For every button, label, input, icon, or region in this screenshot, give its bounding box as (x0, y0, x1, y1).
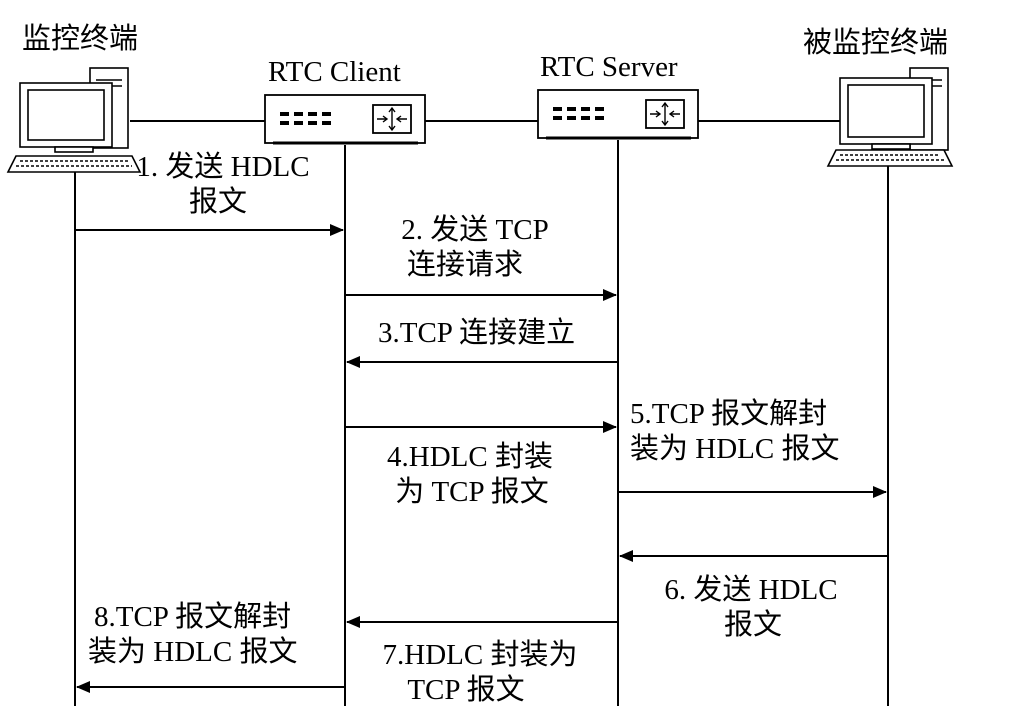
message-label-2-line1: 2. 发送 TCP (401, 214, 549, 246)
router-icon-rtc-client (264, 94, 426, 145)
message-label-8: 8.TCP 报文解封 装为 HDLC 报文 (88, 600, 297, 670)
message-label-3: 3.TCP 连接建立 (378, 316, 575, 351)
message-label-7: 7.HDLC 封装为 TCP 报文 (365, 638, 595, 708)
message-label-6: 6. 发送 HDLC 报文 (645, 573, 875, 643)
message-label-5: 5.TCP 报文解封 装为 HDLC 报文 (630, 397, 839, 467)
node-title-monitor-terminal: 监控终端 (22, 23, 139, 55)
message-label-8-line2: 装为 HDLC 报文 (88, 636, 298, 668)
router-icon-rtc-server (537, 89, 699, 140)
message-label-4: 4.HDLC 封装 为 TCP 报文 (360, 440, 590, 510)
computer-icon-left (6, 67, 142, 173)
message-label-7-line1: 7.HDLC 封装为 (382, 639, 578, 671)
message-label-8-line1: 8.TCP 报文解封 (94, 601, 292, 633)
message-label-6-line2: 报文 (723, 609, 782, 641)
message-label-2: 2. 发送 TCP 连接请求 (360, 213, 590, 283)
node-title-rtc-server: RTC Server (540, 51, 678, 83)
message-label-1-line2: 报文 (188, 186, 247, 218)
message-label-2-line2: 连接请求 (406, 249, 523, 281)
message-label-4-line1: 4.HDLC 封装 (387, 441, 553, 473)
message-label-3-line1: 3.TCP 连接建立 (378, 317, 576, 349)
message-label-4-line2: 为 TCP 报文 (395, 476, 549, 508)
message-label-6-line1: 6. 发送 HDLC (664, 574, 838, 606)
message-label-1-line1: 1. 发送 HDLC (136, 151, 310, 183)
message-label-1: 1. 发送 HDLC 报文 (108, 150, 338, 220)
message-label-5-line2: 装为 HDLC 报文 (630, 433, 840, 465)
computer-icon-right (826, 67, 954, 167)
node-title-rtc-client: RTC Client (268, 56, 401, 88)
message-label-5-line1: 5.TCP 报文解封 (630, 398, 828, 430)
message-label-7-line2: TCP 报文 (407, 674, 525, 706)
node-title-monitored-terminal: 被监控终端 (803, 27, 949, 59)
